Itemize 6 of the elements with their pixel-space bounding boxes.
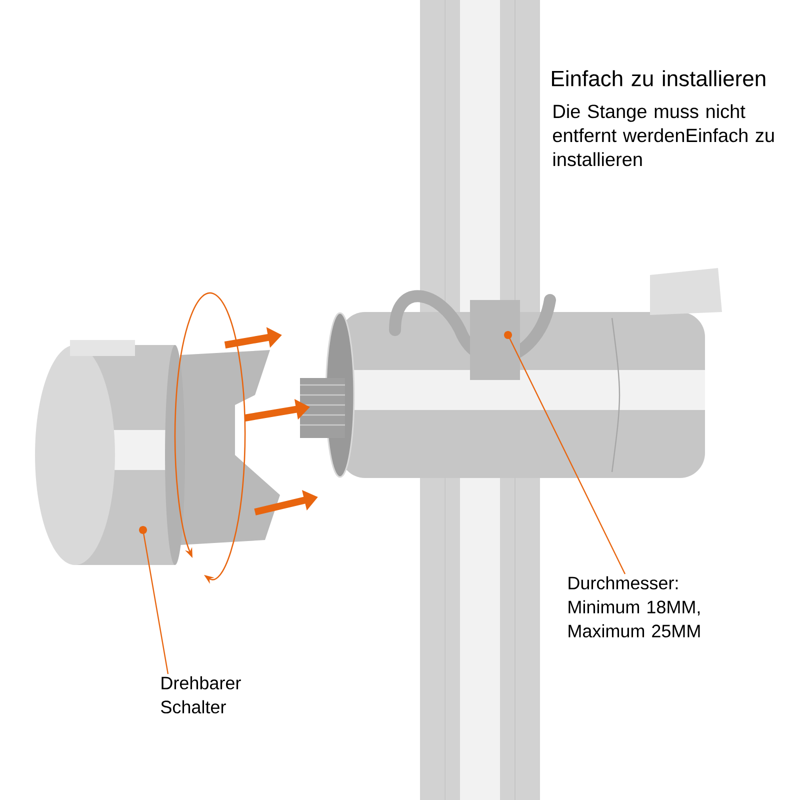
heading: Einfach zu installieren [552,70,766,86]
callout-text: Drehbarer Schalter [161,676,241,714]
leader-line [139,526,169,674]
callout-text: Durchmesser: Minimum 18MM, Maximum 25MM [568,576,700,638]
description-text: Die Stange muss nicht entfernt werdenEinfach zu installieren [553,104,774,166]
leader-line [504,331,626,574]
